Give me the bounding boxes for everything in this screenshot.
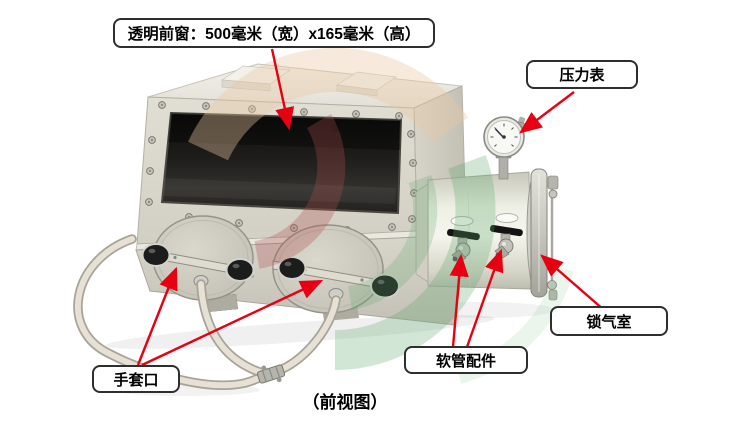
glove-port-left — [141, 215, 255, 301]
label-hose-fittings: 软管配件 — [404, 346, 528, 374]
valve-label-sticker — [495, 213, 519, 223]
knob-icon — [141, 243, 255, 282]
arrow-airlock — [540, 254, 605, 311]
label-airlock: 锁气室 — [550, 306, 668, 336]
view-caption-text: （前视图） — [302, 393, 388, 412]
arrow-glove-port-1 — [136, 266, 178, 366]
label-pressure-gauge: 压力表 — [526, 60, 638, 89]
label-glove-port: 手套口 — [92, 365, 180, 393]
arrow-hose-fitting-1 — [449, 253, 469, 348]
label-airlock-text: 锁气室 — [586, 313, 632, 331]
glovebox-cabinet — [135, 63, 467, 326]
label-front-window-text: 透明前窗：500毫米（宽）x165毫米（高） — [127, 26, 421, 43]
annotation-arrows — [136, 48, 605, 367]
hose-coupling — [256, 364, 286, 384]
roof-ridges — [220, 65, 397, 97]
valve-label-sticker — [450, 216, 474, 226]
watermark-logo — [188, 47, 574, 384]
label-pressure-gauge-text: 压力表 — [559, 67, 605, 84]
pressure-gauge — [483, 116, 526, 180]
label-hose-fittings-text: 软管配件 — [435, 352, 496, 370]
frame-bolts — [145, 101, 418, 234]
view-caption: （前视图） — [283, 388, 407, 413]
label-glove-port-text: 手套口 — [113, 371, 159, 389]
label-front-window: 透明前窗：500毫米（宽）x165毫米（高） — [113, 18, 435, 48]
arrow-pressure-gauge — [519, 91, 575, 134]
arrow-front-window — [270, 48, 295, 131]
arrow-glove-port-2 — [141, 279, 324, 367]
front-window — [160, 111, 403, 215]
knob-icon — [277, 256, 400, 299]
arrow-hose-fitting-2 — [465, 248, 504, 348]
